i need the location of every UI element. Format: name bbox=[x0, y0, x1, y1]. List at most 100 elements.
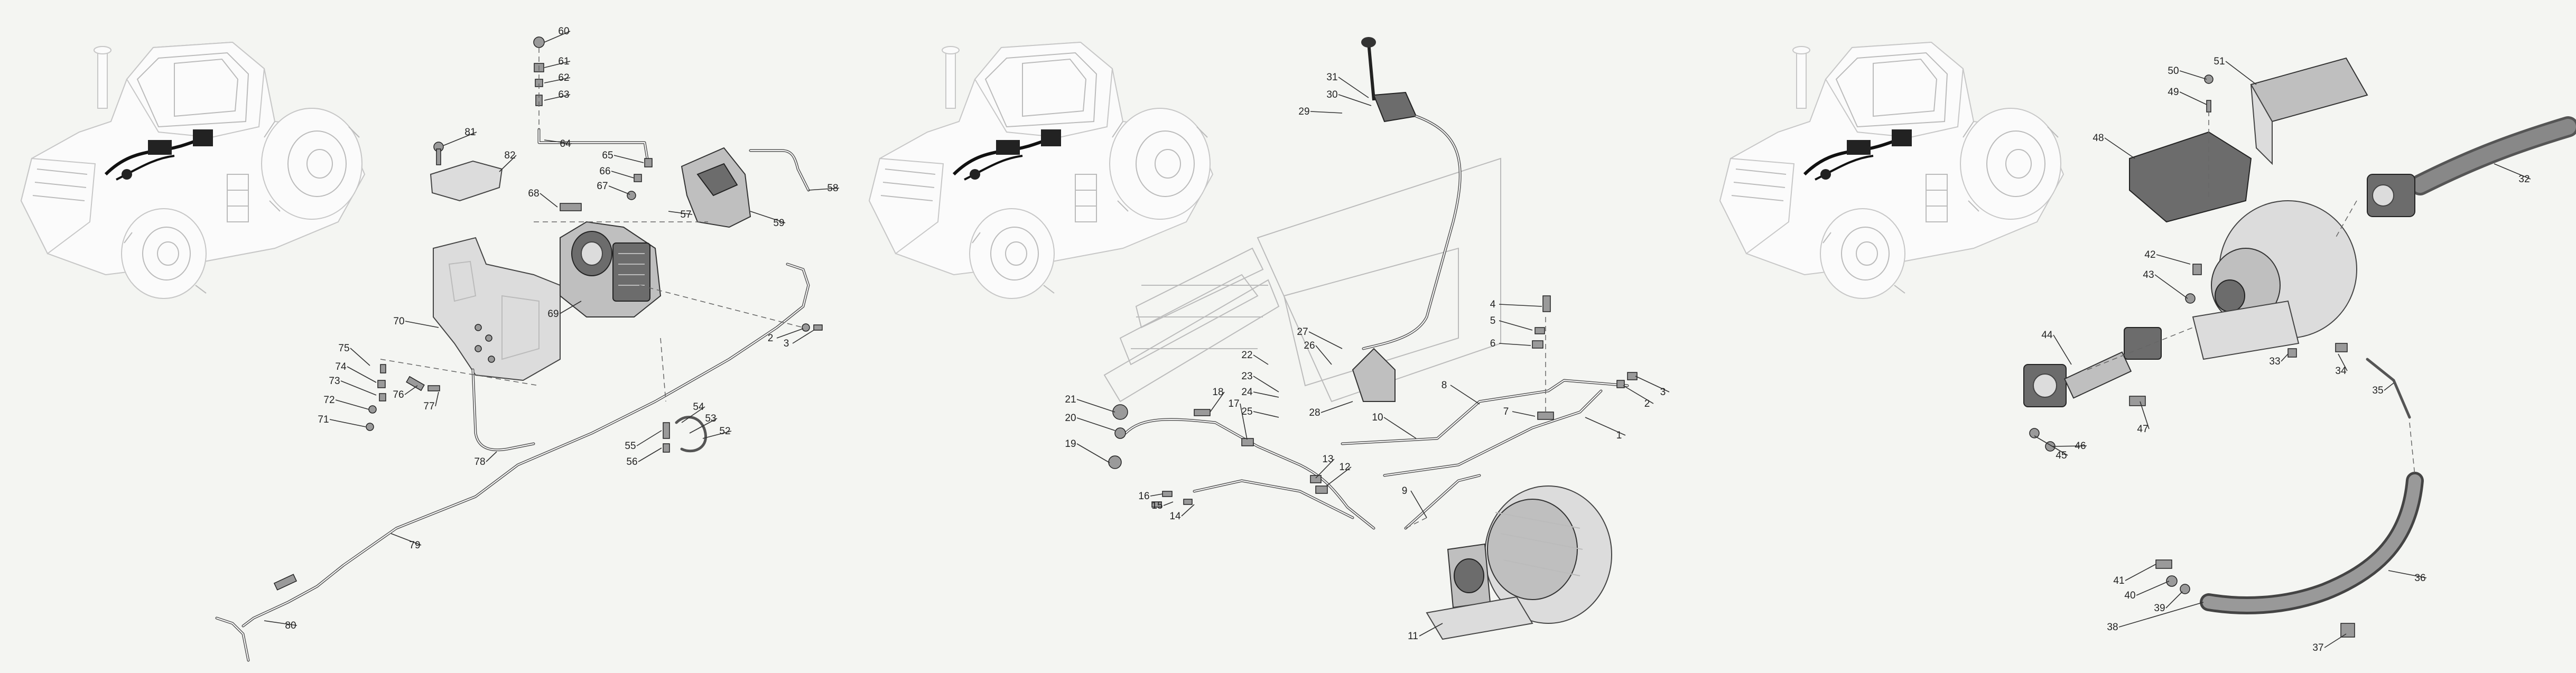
callout-number-middle-22: 22 bbox=[1241, 350, 1252, 361]
callout-number-right-35: 35 bbox=[2372, 385, 2383, 396]
callout-leader-left-56 bbox=[638, 447, 662, 462]
callout-leader-right-40 bbox=[2136, 581, 2170, 596]
callout-number-middle-12: 12 bbox=[1339, 462, 1350, 473]
callout-leader-left-67 bbox=[608, 185, 630, 195]
callout-number-left-75: 75 bbox=[338, 343, 349, 354]
callout-leader-middle-25 bbox=[1253, 411, 1279, 418]
callout-leader-left-81 bbox=[442, 132, 477, 146]
callout-leader-middle-10 bbox=[1383, 417, 1417, 439]
callout-number-middle-11: 11 bbox=[1408, 631, 1418, 642]
callout-leader-left-72 bbox=[335, 399, 369, 410]
callout-number-left-57: 57 bbox=[680, 209, 691, 220]
callout-number-middle-19: 19 bbox=[1065, 438, 1076, 450]
callout-leader-middle-24 bbox=[1253, 391, 1279, 398]
callout-number-right-39: 39 bbox=[2154, 603, 2165, 614]
callout-number-middle-18: 18 bbox=[1212, 387, 1223, 398]
callout-number-left-64: 64 bbox=[560, 138, 571, 149]
callout-leader-left-64 bbox=[544, 139, 572, 144]
callout-leader-middle-2 bbox=[1623, 385, 1654, 404]
callout-number-middle-4: 4 bbox=[1490, 299, 1496, 310]
callout-number-left-69: 69 bbox=[547, 309, 559, 320]
callout-number-left-54: 54 bbox=[693, 401, 704, 413]
callout-number-left-80: 80 bbox=[285, 620, 296, 631]
callout-leader-middle-17 bbox=[1240, 403, 1248, 440]
callout-number-left-73: 73 bbox=[329, 376, 340, 387]
callout-number-left-77: 77 bbox=[423, 401, 434, 412]
callout-number-left-56: 56 bbox=[626, 456, 637, 468]
callout-number-left-72: 72 bbox=[323, 395, 334, 406]
callout-leader-right-44 bbox=[2053, 334, 2072, 365]
callout-number-middle-29: 29 bbox=[1298, 106, 1309, 117]
callout-leader-middle-8 bbox=[1450, 385, 1480, 405]
callout-number-right-48: 48 bbox=[2093, 133, 2104, 144]
callout-number-right-47: 47 bbox=[2137, 424, 2148, 435]
callout-number-middle-2: 2 bbox=[1644, 398, 1650, 409]
callout-leader-left-73 bbox=[340, 380, 377, 396]
callout-number-middle-23: 23 bbox=[1241, 371, 1252, 382]
callout-number-left-79: 79 bbox=[409, 540, 420, 551]
callout-number-left-61: 61 bbox=[558, 56, 569, 67]
callout-leader-right-47 bbox=[2140, 401, 2150, 429]
callout-leader-right-34 bbox=[2338, 353, 2348, 371]
callout-number-right-32: 32 bbox=[2518, 174, 2529, 185]
callout-leader-right-39 bbox=[2165, 591, 2183, 609]
callout-leader-left-60 bbox=[544, 31, 571, 43]
callout-leader-middle-30 bbox=[1338, 94, 1372, 106]
callout-number-middle-13: 13 bbox=[1322, 454, 1333, 465]
callout-number-middle-21: 21 bbox=[1065, 394, 1076, 405]
callout-number-left-67: 67 bbox=[597, 181, 608, 192]
callout-leader-middle-5 bbox=[1499, 320, 1533, 331]
callout-labels: 6061626364656667688182575859697075747372… bbox=[264, 26, 2531, 653]
callout-leader-right-45 bbox=[2034, 435, 2068, 456]
callout-number-left-58: 58 bbox=[827, 183, 838, 194]
callout-number-left-2: 2 bbox=[768, 333, 774, 344]
callout-leader-middle-12 bbox=[1326, 466, 1352, 487]
callout-number-right-43: 43 bbox=[2143, 269, 2154, 281]
callout-number-middle-30: 30 bbox=[1326, 89, 1337, 100]
tractor-illustration-right bbox=[1720, 42, 2063, 298]
left-panel-parts bbox=[215, 36, 823, 662]
callout-leader-middle-26 bbox=[1315, 345, 1332, 365]
callout-leader-left-79 bbox=[390, 533, 422, 546]
callout-leader-left-61 bbox=[544, 61, 571, 68]
callout-leader-right-36 bbox=[2388, 570, 2427, 578]
callout-number-left-65: 65 bbox=[602, 150, 613, 161]
callout-number-middle-14: 14 bbox=[1169, 511, 1181, 522]
callout-number-middle-17: 17 bbox=[1228, 398, 1239, 409]
callout-number-left-71: 71 bbox=[318, 414, 329, 425]
callout-leader-middle-11 bbox=[1419, 623, 1443, 637]
callout-number-right-41: 41 bbox=[2113, 575, 2124, 586]
callout-number-right-37: 37 bbox=[2312, 642, 2323, 653]
middle-panel-parts bbox=[1103, 37, 1638, 640]
callout-number-right-38: 38 bbox=[2107, 622, 2118, 633]
callout-number-right-50: 50 bbox=[2168, 66, 2179, 77]
callout-number-left-3: 3 bbox=[784, 338, 789, 349]
callout-number-right-33: 33 bbox=[2269, 356, 2280, 367]
callout-number-right-40: 40 bbox=[2124, 590, 2135, 601]
callout-number-middle-1: 1 bbox=[1616, 430, 1622, 441]
callout-leader-left-80 bbox=[264, 620, 297, 626]
callout-number-right-44: 44 bbox=[2041, 330, 2053, 341]
callout-leader-left-75 bbox=[350, 348, 370, 366]
callout-leader-right-48 bbox=[2104, 137, 2135, 159]
callout-leader-right-38 bbox=[2118, 602, 2204, 628]
callout-number-middle-31: 31 bbox=[1326, 72, 1337, 83]
callout-number-middle-5: 5 bbox=[1490, 315, 1496, 326]
callout-number-left-63: 63 bbox=[558, 89, 569, 100]
callout-number-right-51: 51 bbox=[2214, 56, 2225, 67]
callout-number-right-42: 42 bbox=[2144, 249, 2155, 260]
callout-leader-middle-1 bbox=[1585, 417, 1626, 436]
callout-number-left-82: 82 bbox=[504, 150, 515, 161]
callout-number-right-34: 34 bbox=[2335, 366, 2347, 377]
callout-number-middle-27: 27 bbox=[1297, 326, 1308, 338]
right-panel-parts bbox=[2023, 57, 2576, 638]
callout-number-middle-9: 9 bbox=[1402, 485, 1408, 497]
callout-number-left-66: 66 bbox=[599, 166, 610, 177]
callout-leader-left-74 bbox=[347, 366, 377, 383]
callout-leader-right-49 bbox=[2179, 91, 2207, 105]
callout-number-left-59: 59 bbox=[773, 218, 784, 229]
callout-number-middle-16: 16 bbox=[1138, 491, 1149, 502]
callout-leader-left-77 bbox=[435, 391, 439, 407]
callout-leader-middle-9 bbox=[1410, 490, 1427, 518]
